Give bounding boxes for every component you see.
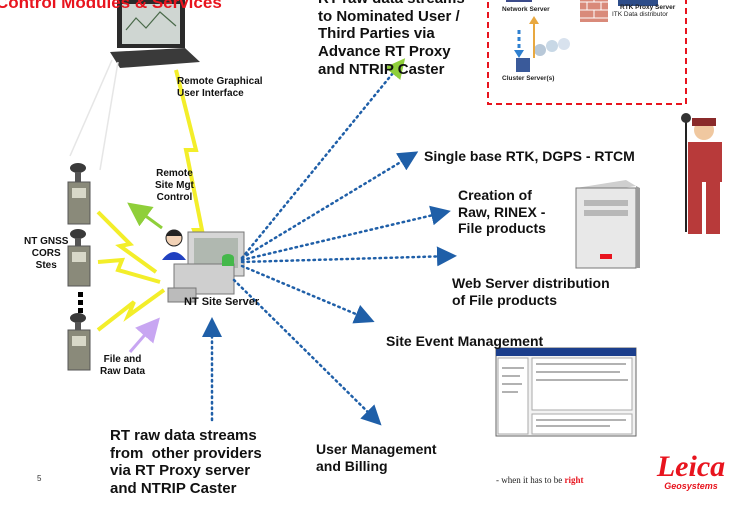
rt-nominated-label: RT raw data streams to Nominated User / … xyxy=(318,0,465,78)
server-label: NT Site Server xyxy=(184,296,260,308)
file-server-icon xyxy=(575,180,640,269)
stations-label: NT GNSS CORS Stes xyxy=(24,236,69,271)
leica-logo: Leica Geosystems xyxy=(646,450,736,492)
remote-site-arrow xyxy=(127,202,163,230)
itk-distributor-label: ITK Data distributor xyxy=(612,11,668,18)
network-server-label: Network Server xyxy=(502,6,550,13)
page-number: 5 xyxy=(37,474,42,483)
arrow-to-user-mgmt xyxy=(232,278,382,426)
more-stations-ellipsis xyxy=(78,292,83,313)
network-box xyxy=(487,0,687,105)
tagline-prefix: - when it has to be xyxy=(496,475,565,485)
laptop-link-line xyxy=(69,59,113,157)
site-event-screenshot xyxy=(495,347,637,437)
page-title: Control Modules & Services xyxy=(0,0,222,12)
remote-site-label: Remote Site Mgt Control xyxy=(155,168,194,203)
lightning-bolt-station2 xyxy=(97,257,161,284)
site-server-icon xyxy=(167,231,245,303)
arrow-to-creation xyxy=(240,205,451,262)
firewall-icon xyxy=(580,0,608,22)
arrow-to-single-base xyxy=(240,151,419,260)
gnss-station-1 xyxy=(67,163,91,225)
creation-label: Creation of Raw, RINEX - File products xyxy=(458,187,546,237)
network-server-icon xyxy=(506,0,532,2)
arrow-to-rt-nominated xyxy=(240,58,406,260)
arrow-to-web-server xyxy=(240,246,457,267)
operator-icon xyxy=(162,229,186,260)
laptop-link-line-2 xyxy=(99,61,119,171)
web-server-label: Web Server distribution of File products xyxy=(452,275,610,308)
cluster-server-icon xyxy=(514,16,570,72)
rtk-proxy-label: RTK Proxy Server xyxy=(620,4,676,11)
laptop-icon xyxy=(110,0,200,68)
file-raw-label: File and Raw Data xyxy=(100,354,146,377)
file-raw-arrow xyxy=(128,317,160,353)
lightning-bolt-station3 xyxy=(96,288,166,332)
single-base-label: Single base RTK, DGPS - RTCM xyxy=(424,148,635,164)
gnss-station-3 xyxy=(67,313,91,371)
user-mgmt-label: User Management and Billing xyxy=(316,441,437,474)
arrow-to-site-event xyxy=(240,264,375,324)
surveyor-icon xyxy=(681,113,722,234)
geosystems-wordmark: Geosystems xyxy=(664,481,718,491)
leica-wordmark: Leica xyxy=(656,450,726,483)
rtk-proxy-icon xyxy=(618,0,658,6)
remote-gui-label: Remote Graphical User Interface xyxy=(177,76,263,99)
gnss-station-2 xyxy=(67,229,91,287)
tagline-emphasis: right xyxy=(564,475,584,485)
cluster-server-label: Cluster Server(s) xyxy=(502,75,555,82)
site-event-label: Site Event Management xyxy=(386,333,544,349)
rt-other-label: RT raw data streams from other providers… xyxy=(110,427,262,498)
tagline: - when it has to be right xyxy=(496,475,583,485)
lightning-bolt-station1 xyxy=(96,210,158,274)
